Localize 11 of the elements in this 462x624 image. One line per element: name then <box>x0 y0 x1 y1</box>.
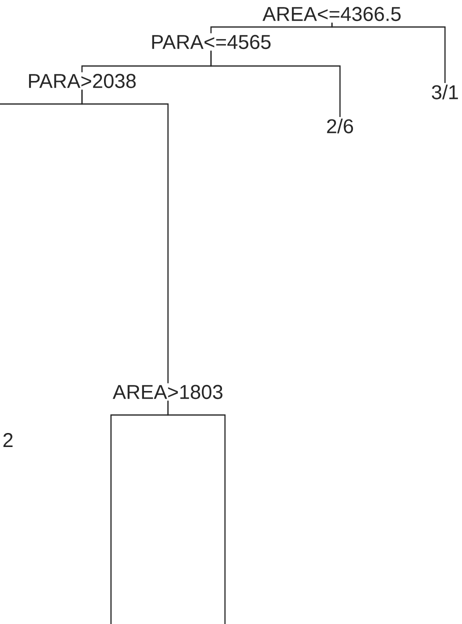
split-label: PARA>2038 <box>29 74 136 88</box>
split-label: AREA<=4366.5 <box>262 6 401 22</box>
tree-branch <box>167 400 226 624</box>
tree-branch <box>81 90 169 384</box>
tree-branch <box>210 50 341 117</box>
leaf-label: 2 <box>3 433 13 447</box>
split-label: 3/1 <box>432 84 458 100</box>
split-label: PARA<=4565 <box>152 34 271 50</box>
split-label: 2/6 <box>327 118 354 134</box>
tree-branch <box>331 22 446 83</box>
split-label: AREA>1803 <box>112 384 222 400</box>
